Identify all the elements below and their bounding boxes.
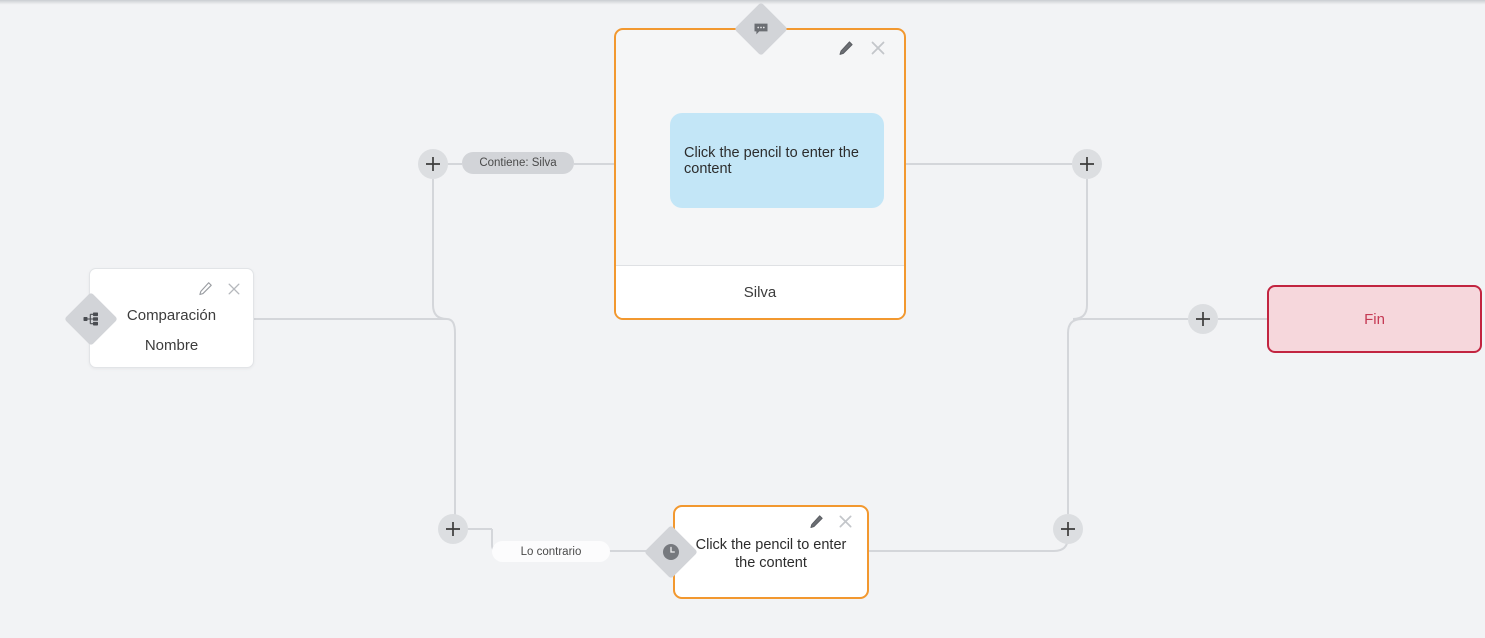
add-node-branch-false[interactable] xyxy=(438,514,468,544)
message-footer-text: Silva xyxy=(743,283,777,301)
plus-icon xyxy=(426,157,440,171)
chat-bubble-icon xyxy=(751,19,771,39)
add-node-after-message-bottom[interactable] xyxy=(1053,514,1083,544)
message-footer: Silva xyxy=(616,265,904,318)
edge-label-branch-false-text: Lo contrario xyxy=(520,545,582,558)
add-node-branch-true[interactable] xyxy=(418,149,448,179)
edge-label-branch-true[interactable]: Contiene: Silva xyxy=(462,152,574,174)
message-bubble-text: Click the pencil to enter the content xyxy=(684,145,859,177)
comparacion-subtitle: Nombre xyxy=(144,337,199,354)
pencil-icon[interactable] xyxy=(838,40,854,56)
comparacion-title: Comparación xyxy=(126,307,217,324)
add-node-after-message-top[interactable] xyxy=(1072,149,1102,179)
node-actions-message-bottom xyxy=(809,514,853,529)
node-actions-comparacion xyxy=(198,281,241,296)
close-icon[interactable] xyxy=(838,514,853,529)
node-message-bottom[interactable]: Click the pencil to enter the content xyxy=(673,505,869,599)
branch-hierarchy-icon xyxy=(81,309,101,329)
node-fin-label: Fin xyxy=(1364,310,1385,328)
edge-label-branch-false[interactable]: Lo contrario xyxy=(492,541,610,562)
handle-message-bottom-input[interactable] xyxy=(644,525,698,579)
node-message-top[interactable]: Click the pencil to enter the content Si… xyxy=(614,28,906,320)
plus-icon xyxy=(1196,312,1210,326)
handle-message-top-input[interactable] xyxy=(734,2,788,56)
node-fin[interactable]: Fin xyxy=(1267,285,1482,353)
node-actions-message-top xyxy=(838,40,886,56)
close-icon[interactable] xyxy=(870,40,886,56)
pencil-icon[interactable] xyxy=(198,281,213,296)
pencil-icon[interactable] xyxy=(809,514,824,529)
message-bottom-text: Click the pencil to enter the content xyxy=(695,537,847,571)
handle-comparacion-input[interactable] xyxy=(64,292,118,346)
plus-icon xyxy=(446,522,460,536)
message-bubble[interactable]: Click the pencil to enter the content xyxy=(670,113,884,208)
add-node-before-end[interactable] xyxy=(1188,304,1218,334)
plus-icon xyxy=(1080,157,1094,171)
clock-icon xyxy=(661,542,681,562)
plus-icon xyxy=(1061,522,1075,536)
comparacion-text-block: Comparación Nombre xyxy=(90,301,253,361)
close-icon[interactable] xyxy=(227,282,241,296)
edge-label-branch-true-text: Contiene: Silva xyxy=(479,157,557,169)
